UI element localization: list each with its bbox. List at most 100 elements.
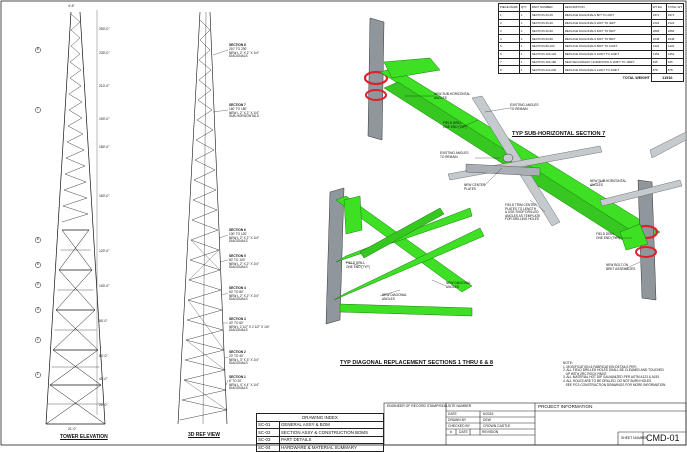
ref-section-text: 20' TO 40' NEW L 3" X 3" X 1/4" DIAGONAL…	[229, 354, 260, 366]
elev-dim: 20'-0"	[99, 403, 108, 407]
sheet-title: GENERAL ASSY & BOM	[279, 420, 384, 429]
sheet-number-label: SHEET NUMBER	[621, 436, 648, 440]
callout-label: NEW CENTER PLATES	[464, 183, 486, 191]
section-marker-2: 2	[36, 337, 39, 341]
callout-label: FIELD DRILL ONE END (TYP)	[596, 232, 620, 240]
sheet-title: HARDWARE & MATERIAL SUMMARY	[279, 443, 384, 452]
callout-label: EXISTING ANGLES TO REMAIN	[510, 103, 539, 111]
bom-cell: REPLACE DIAGONALS 60FT TO 80FT	[562, 34, 652, 43]
bom-cell: 1866	[650, 26, 667, 36]
ref-section-name: SECTION 3	[229, 317, 246, 321]
callout-label: NEW SUB-HORIZONTAL ANGLES	[434, 92, 471, 100]
bom-cell: 1	[498, 10, 520, 20]
elev-dim: 60'-0"	[99, 354, 108, 358]
note-line: 2. ALL FIELD DRILLED HOLES SHALL BE CLEA…	[563, 368, 664, 373]
callout-label: NEW BOLT-ON BRKT ASSEMBLIES	[606, 263, 636, 271]
top-width-dim: 4'-6"	[68, 4, 75, 8]
note-line: 1. MODIFICATION & FABRICATION DETAILS PE…	[563, 364, 637, 369]
bom-header: QTY	[518, 3, 531, 12]
elev-dim: 120'-0"	[99, 249, 110, 253]
section-marker-7: 7	[36, 107, 39, 111]
ref-section-name: SECTION 6	[229, 228, 246, 232]
bom-cell: SECTION 210-230	[529, 65, 564, 75]
sheet-title: SECTION ASSY & CONSTRUCTION BOMS	[279, 428, 384, 437]
tower-elevation	[45, 10, 106, 425]
bom-cell: 1422	[665, 41, 685, 51]
note-line: SEE PCS CONSTRUCTION DRAWINGS FOR MORE I…	[563, 382, 666, 387]
sheet-number: CMD-01	[646, 433, 680, 443]
diagonal-view	[325, 187, 485, 325]
bom-cell: REPLACE DIAGONALS 8FT TO 20FT	[562, 10, 652, 20]
bom-cell: SECTION 80-100	[529, 41, 564, 51]
bom-cell: REPLACE DIAGONALS 210FT TO 230FT	[562, 65, 652, 75]
ref-section-text: 80' TO 100' NEW L 2" X 2" X 1/4" DIAGONA…	[229, 258, 260, 270]
bom-cell: SECTION 20-25	[529, 10, 564, 20]
engineer-seal-label: ENGINEER OF RECORD STAMP/SEAL	[387, 404, 448, 408]
bom-cell: 465	[665, 57, 685, 67]
elev-dim: 80'-0"	[99, 319, 108, 323]
callout-label: FIELD DRILL ONE END (TYP)	[346, 261, 370, 269]
diagonal-title: TYP DIAGONAL REPLACEMENT SECTIONS 1 THRU…	[340, 360, 494, 366]
bom-cell: 465	[650, 57, 667, 67]
bom-cell: 1	[518, 26, 531, 36]
ref-section-name: SECTION 1	[229, 375, 246, 379]
elev-dim: 250'-0"	[99, 27, 110, 31]
ref-section-text: 8' TO 20' NEW L 4" X 4" X 1/4" DIAGONALS	[229, 379, 260, 391]
callout-label: EXISTING ANGLES TO REMAIN	[440, 151, 469, 159]
tower-elevation-title: TOWER ELEVATION	[60, 434, 108, 440]
checked-by-value: CROWN CASTLE	[483, 423, 511, 428]
bom-cell: 1	[518, 57, 531, 67]
bom-cell: 878	[665, 65, 685, 75]
section-markers	[35, 47, 41, 378]
bom-table: PIECE MARK QTY PART NUMBER DESCRIPTION W…	[498, 3, 685, 82]
date-label: DATE	[448, 411, 457, 416]
elev-dim: 210'-0"	[99, 84, 110, 88]
note-line: UP WITH ZRC ROCK PAINT	[563, 371, 607, 376]
bom-cell: 2	[498, 18, 520, 28]
bom-cell: 4	[498, 34, 520, 43]
ref-view-tower	[177, 11, 228, 425]
bom-cell: 1	[518, 18, 531, 28]
bom-cell: 2124	[650, 18, 667, 28]
bom-cell: 3	[498, 26, 520, 36]
bom-cell: 6	[498, 49, 520, 59]
elev-dim: 100'-0"	[99, 284, 110, 288]
section-marker-5: 5	[36, 262, 39, 266]
notes-heading: NOTE:	[563, 361, 573, 365]
sub-horizontal-view	[363, 17, 687, 301]
elev-dim: 40'-0"	[99, 377, 108, 381]
ref-section-text: 40' TO 60' NEW L 2 1/2" X 2 1/2" X 1/4" …	[229, 321, 270, 333]
bom-header: PIECE MARK	[498, 3, 520, 12]
callout-label: FIELD DRILL ONE END (TYP)	[443, 121, 467, 129]
ref-section-name: SECTION 7	[229, 103, 246, 107]
base-width-dim: 21'-0"	[68, 427, 77, 431]
bom-cell: 5	[498, 41, 520, 51]
drawing-index-title: DRAWING INDEX	[256, 413, 384, 422]
bom-cell: 1866	[665, 26, 685, 36]
revision-label: REVISION	[482, 429, 499, 434]
ref-section-name: SECTION 4	[229, 286, 246, 290]
section-marker-4: 4	[36, 282, 39, 286]
title-block-frame	[383, 402, 687, 446]
bom-header: WT EA	[650, 3, 667, 12]
elev-dim: 160'-0"	[99, 194, 110, 198]
bom-cell: 7	[498, 57, 520, 67]
bom-cell: REPLACE DIAGONALS 80FT TO 100FT	[562, 41, 652, 51]
bom-cell: 1	[518, 10, 531, 20]
note-line: 4. ALL HOLES ARE TO BE DRILLED, DO NOT B…	[563, 378, 652, 383]
date-value: 6/2015	[483, 411, 494, 416]
sheet-id: SC-03	[256, 435, 280, 444]
bom-cell: REPLACE DIAGONALS 100FT TO 120FT	[562, 49, 652, 59]
bom-cell: 1	[518, 41, 531, 51]
ref-section-text: 210' TO 230' NEW L 2" X 2" X 1/4" DIAGON…	[229, 47, 260, 59]
total-weight-label: TOTAL WEIGHT	[622, 75, 650, 80]
bom-cell: 878	[650, 65, 667, 75]
bom-cell: 1352	[650, 49, 667, 59]
ref-view-title: 3D REF VIEW	[188, 432, 220, 438]
